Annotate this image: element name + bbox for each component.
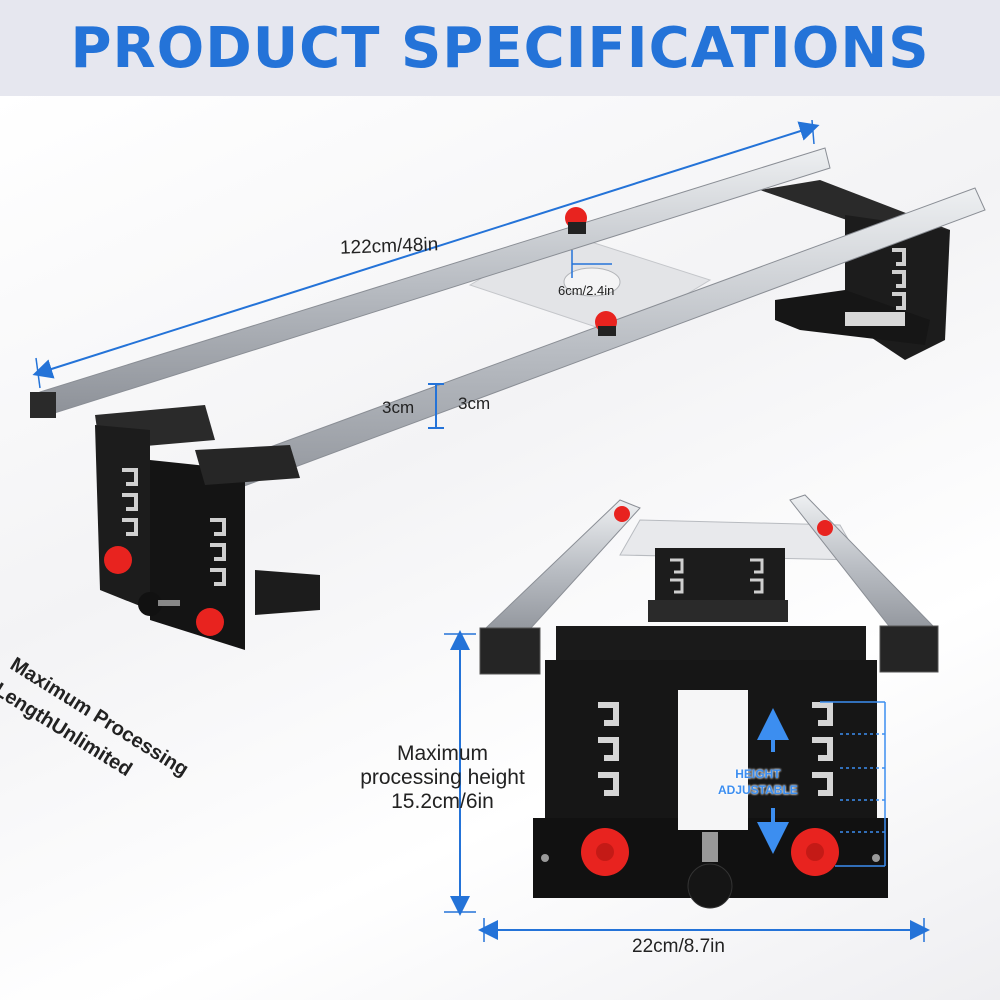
rail-knob-front [595,311,617,336]
rail-back [39,147,831,417]
rail-end-cap-right [879,625,939,673]
closeup-black-knob [687,832,733,909]
max-height-line-1: Maximum [396,742,488,765]
max-height-line-3: 15.2cm/6in [391,790,494,813]
left-bracket-black-knob [138,592,180,616]
closeup-top-parts [619,519,861,622]
left-bracket-knob-2 [196,608,224,636]
max-height-line-2: processing height [360,766,525,789]
height-adjustable-line-1: HEIGHT [735,767,781,781]
rail-knob-back [565,207,587,234]
rail-length-dimension-line [32,121,820,379]
max-height-label: Maximum processing height 15.2cm/6in [330,742,555,814]
rail-section-label-a: 3cm [382,398,415,417]
base-width-label: 22cm/8.7in [632,936,725,957]
rail-section-label-b: 3cm [458,394,491,413]
page-title: PRODUCT SPECIFICATIONS [70,15,930,81]
height-adjustable-line-2: ADJUSTABLE [718,783,798,797]
height-range-bracket [820,701,886,867]
closeup-frame [533,626,888,898]
closeup-rail-knob-right [817,520,833,536]
closeup-rail-right [789,494,936,641]
header-banner: PRODUCT SPECIFICATIONS [0,0,1000,96]
closeup-knob-right [791,828,839,876]
closeup-rail-knob-left [614,506,630,522]
left-bracket-knob-1 [104,546,132,574]
rail-end-cap-left [479,627,541,675]
hole-diameter-label: 6cm/2.4in [558,283,615,298]
rail-length-label: 122cm/48in [339,234,439,259]
closeup-knob-left [581,828,629,876]
closeup-rail-left [485,499,641,641]
height-adjustable-badge: HEIGHT ADJUSTABLE [718,766,798,798]
